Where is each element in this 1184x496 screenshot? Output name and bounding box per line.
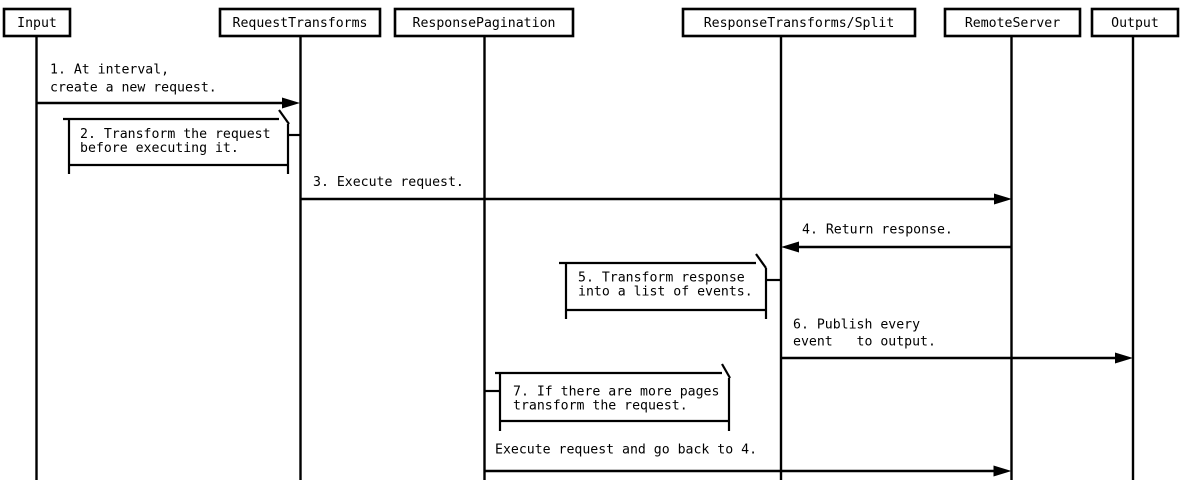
actor-request-transforms: RequestTransforms	[218, 7, 382, 38]
message-6: 6. Publish every event to output.	[781, 318, 1133, 364]
actor-box-response-pagination	[393, 7, 575, 38]
message-7-label-line-2: transform the request.	[513, 399, 688, 414]
message-2-label-line-1: 2. Transform the request	[80, 127, 271, 142]
message-4-arrowhead-icon	[781, 241, 799, 253]
message-2-label-line-2: before executing it.	[80, 141, 239, 156]
message-8: Execute request and go back to 4.	[484, 443, 1012, 477]
message-1: 1. At interval, create a new request.	[36, 63, 300, 109]
message-6-label-line-2: event to output.	[793, 335, 936, 350]
message-1-label-line-2: create a new request.	[50, 81, 217, 96]
message-1-arrowhead-icon	[282, 97, 300, 109]
actor-label-response-pagination: ResponsePagination	[413, 16, 556, 31]
message-7-self: 7. If there are more pages transform the…	[484, 363, 731, 431]
message-3: 3. Execute request.	[300, 175, 1012, 205]
message-5-label-line-2: into a list of events.	[578, 285, 753, 300]
actor-response-transforms-split: ResponseTransforms/Split	[681, 7, 917, 38]
message-5-label-line-1: 5. Transform response	[578, 271, 745, 286]
actor-box-response-transforms-split	[681, 7, 917, 38]
message-4-label-line-1: 4. Return response.	[802, 223, 953, 238]
actor-box-remote-server	[943, 7, 1082, 38]
message-6-arrowhead-icon	[1115, 352, 1133, 364]
actor-box-request-transforms	[218, 7, 382, 38]
message-6-label-line-1: 6. Publish every	[793, 318, 920, 333]
actor-label-input: Input	[17, 16, 57, 31]
actor-input: Input	[2, 7, 72, 38]
message-8-label-line-1: Execute request and go back to 4.	[495, 443, 757, 458]
message-8-arrowhead-icon	[993, 465, 1012, 477]
message-5-hook-icon	[755, 253, 767, 269]
message-1-label-line-1: 1. At interval,	[50, 63, 169, 78]
message-7-label-line-1: 7. If there are more pages	[513, 385, 719, 400]
actor-label-response-transforms-split: ResponseTransforms/Split	[704, 16, 895, 31]
actor-label-output: Output	[1111, 16, 1159, 31]
message-5-self: 5. Transform response into a list of eve…	[559, 253, 781, 319]
actor-box-output	[1090, 7, 1180, 38]
message-2-self: 2. Transform the request before executin…	[63, 109, 300, 174]
actor-remote-server: RemoteServer	[943, 7, 1082, 38]
actor-output: Output	[1090, 7, 1180, 38]
message-3-label-line-1: 3. Execute request.	[313, 175, 464, 190]
actor-label-request-transforms: RequestTransforms	[233, 16, 368, 31]
message-2-hook-icon	[278, 109, 290, 125]
message-7-hook-icon	[721, 363, 731, 379]
actor-box-input	[2, 7, 72, 38]
actor-response-pagination: ResponsePagination	[393, 7, 575, 38]
message-4: 4. Return response.	[781, 223, 1012, 253]
message-3-arrowhead-icon	[994, 193, 1012, 205]
actor-label-remote-server: RemoteServer	[965, 16, 1060, 31]
